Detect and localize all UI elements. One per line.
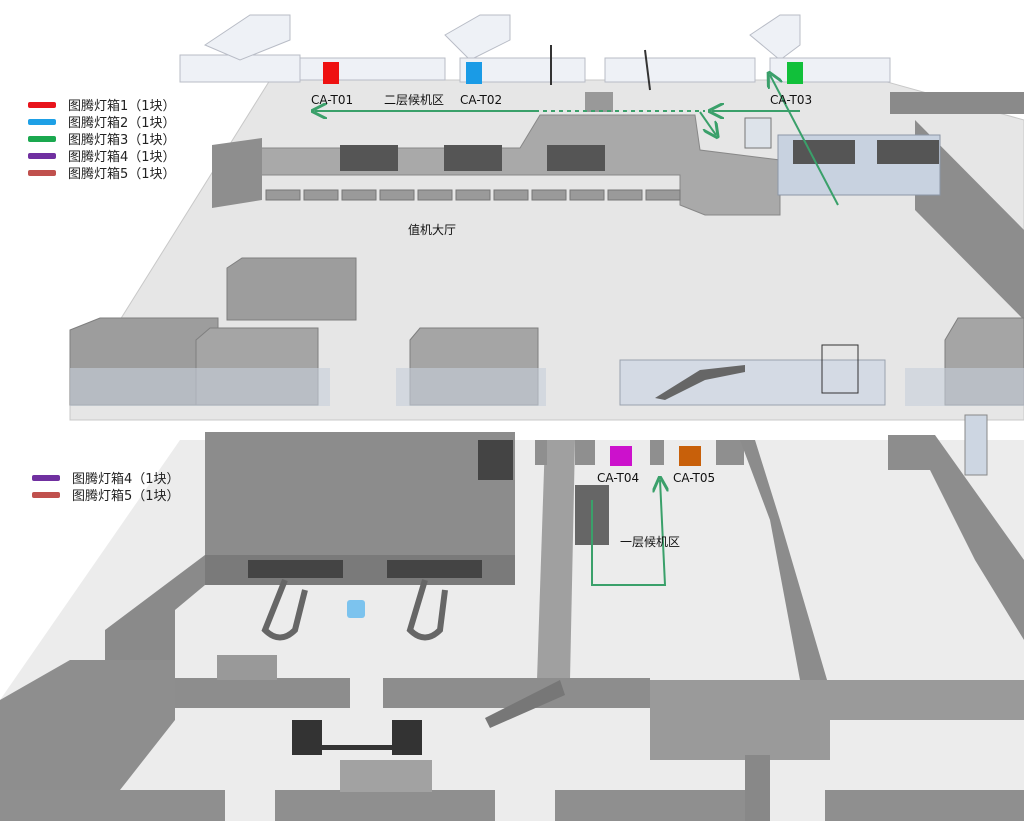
legend-swatch	[32, 474, 60, 481]
right-side-wall	[915, 120, 1024, 320]
sign-ca-t04[interactable]	[610, 446, 632, 466]
upper-route-arrows	[315, 75, 839, 206]
elevator-frame	[821, 344, 859, 394]
legend-item-4: 图腾灯箱4（1块）	[32, 469, 180, 487]
glass-corridors	[179, 14, 891, 83]
legend-label: 图腾灯箱4（1块）	[72, 472, 180, 487]
legend-item-5: 图腾灯箱5（1块）	[32, 486, 180, 504]
lower-floor: CA-T04 CA-T05 一层候机区	[0, 414, 1024, 821]
lower-legend: 图腾灯箱4（1块） 图腾灯箱5（1块）	[32, 469, 180, 504]
label-ca-t05: CA-T05	[673, 471, 715, 485]
legend-swatch	[32, 491, 60, 498]
baggage-hall-roof	[205, 432, 515, 555]
sign-ca-t01[interactable]	[323, 62, 339, 84]
legend-item-1: 图腾灯箱1（1块）	[28, 96, 176, 114]
legend-item-2: 图腾灯箱2（1块）	[28, 113, 176, 131]
baggage-carousel-2	[406, 579, 448, 641]
sign-ca-t05[interactable]	[679, 446, 701, 466]
legend-swatch	[28, 169, 56, 176]
lower-elevator-glass	[964, 414, 988, 476]
escalator-top	[585, 92, 613, 112]
upper-legend: 图腾灯箱1（1块） 图腾灯箱2（1块） 图腾灯箱3（1块） 图腾灯箱4（1块） …	[28, 96, 176, 182]
legend-item-5: 图腾灯箱5（1块）	[28, 164, 176, 182]
label-second-floor-waiting-area: 二层候机区	[384, 93, 444, 107]
label-ca-t01: CA-T01	[311, 93, 353, 107]
lower-escalator-left	[478, 440, 513, 480]
elevator-glass	[744, 117, 772, 149]
checkin-display-1	[340, 145, 398, 171]
label-first-floor-waiting-area: 一层候机区	[620, 535, 680, 549]
label-checkin-hall: 值机大厅	[408, 222, 456, 237]
legend-swatch	[28, 101, 56, 108]
label-ca-t03: CA-T03	[770, 93, 812, 107]
upper-right-wall	[890, 92, 1024, 114]
legend-label: 图腾灯箱5（1块）	[68, 167, 176, 182]
lower-route-arrows	[591, 480, 665, 586]
legend-swatch	[28, 118, 56, 125]
sign-ca-t03[interactable]	[787, 62, 803, 84]
legend-item-3: 图腾灯箱3（1块）	[28, 130, 176, 148]
central-corridor-wall	[537, 440, 575, 680]
lower-wall-pillars	[535, 440, 744, 465]
checkin-counters	[265, 189, 681, 201]
legend-label: 图腾灯箱1（1块）	[68, 99, 176, 114]
baggage-claim-icon	[347, 600, 365, 618]
legend-label: 图腾灯箱5（1块）	[72, 489, 180, 504]
upper-floor: CA-T01 二层候机区 CA-T02 CA-T03 值机大厅	[69, 14, 1024, 421]
legend-swatch	[28, 135, 56, 142]
label-ca-t02: CA-T02	[460, 93, 502, 107]
sign-ca-t02[interactable]	[466, 62, 482, 84]
checkin-display-2	[444, 145, 502, 171]
legend-swatch	[28, 152, 56, 159]
legend-item-4: 图腾灯箱4（1块）	[28, 147, 176, 165]
upper-blocks	[69, 257, 1024, 406]
label-ca-t04: CA-T04	[597, 471, 639, 485]
legend-label: 图腾灯箱2（1块）	[68, 116, 176, 131]
checkin-display-3	[547, 145, 605, 171]
legend-label: 图腾灯箱3（1块）	[68, 133, 176, 148]
baggage-carousel-1	[261, 578, 308, 641]
lower-escalator-bottom	[485, 680, 565, 728]
legend-label: 图腾灯箱4（1块）	[68, 150, 176, 165]
